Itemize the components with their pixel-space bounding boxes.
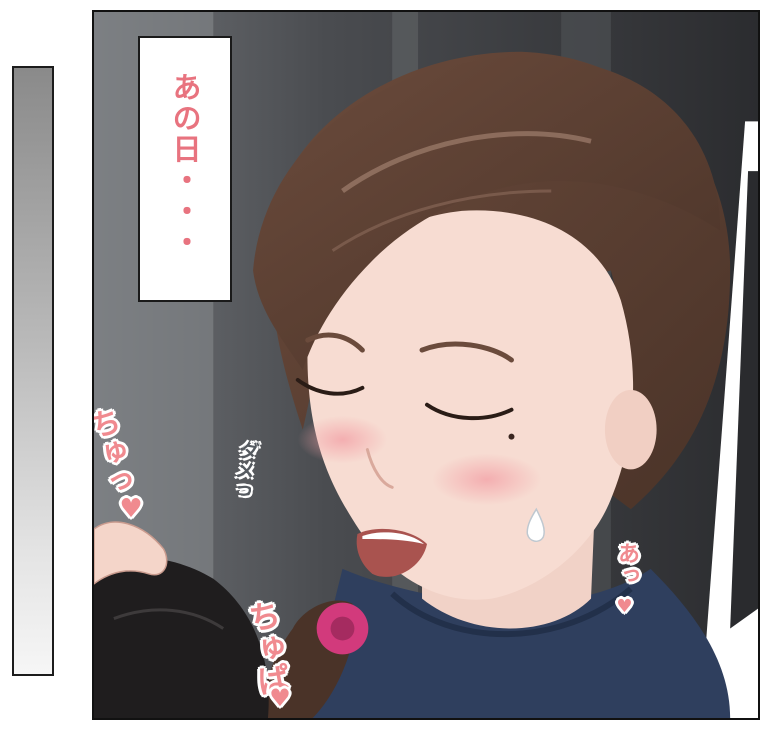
foreground-hair-shine — [113, 608, 225, 630]
eye-closed-left — [295, 377, 365, 396]
blush-left — [297, 415, 388, 464]
hair-highlight-2 — [331, 189, 552, 252]
mole — [508, 433, 515, 440]
foreground-head — [94, 556, 269, 718]
face — [307, 210, 634, 600]
ear — [604, 389, 657, 470]
sfx-heart-1: ♥ — [116, 494, 146, 524]
sfx-heart-2: ♥ — [266, 684, 294, 712]
eye-closed-right — [425, 402, 514, 421]
right-panel-edge — [730, 171, 758, 629]
comic-panel: あの日・・・ ちゅっ ♥ ダメっ ちゅぱ ♥ あっ ♥ — [92, 10, 760, 720]
hair-front — [253, 56, 721, 370]
sfx-heart-3: ♥ — [614, 596, 635, 617]
blush-right — [431, 453, 542, 506]
shirt — [312, 568, 731, 718]
scrunchie-inner — [330, 616, 355, 641]
eyebrow-left — [305, 332, 365, 353]
shirt-collar — [390, 586, 633, 638]
nose — [365, 448, 394, 489]
sweat-drop — [526, 507, 545, 542]
hand — [94, 521, 168, 585]
eyebrow-right — [419, 341, 514, 363]
hair-highlight — [341, 131, 592, 194]
gutter-gradient-bar — [12, 66, 54, 676]
caption-text: あの日・・・ — [168, 72, 202, 258]
caption-box: あの日・・・ — [138, 36, 232, 302]
mouth-teeth — [362, 532, 425, 544]
sfx-a: あっ — [614, 542, 639, 586]
